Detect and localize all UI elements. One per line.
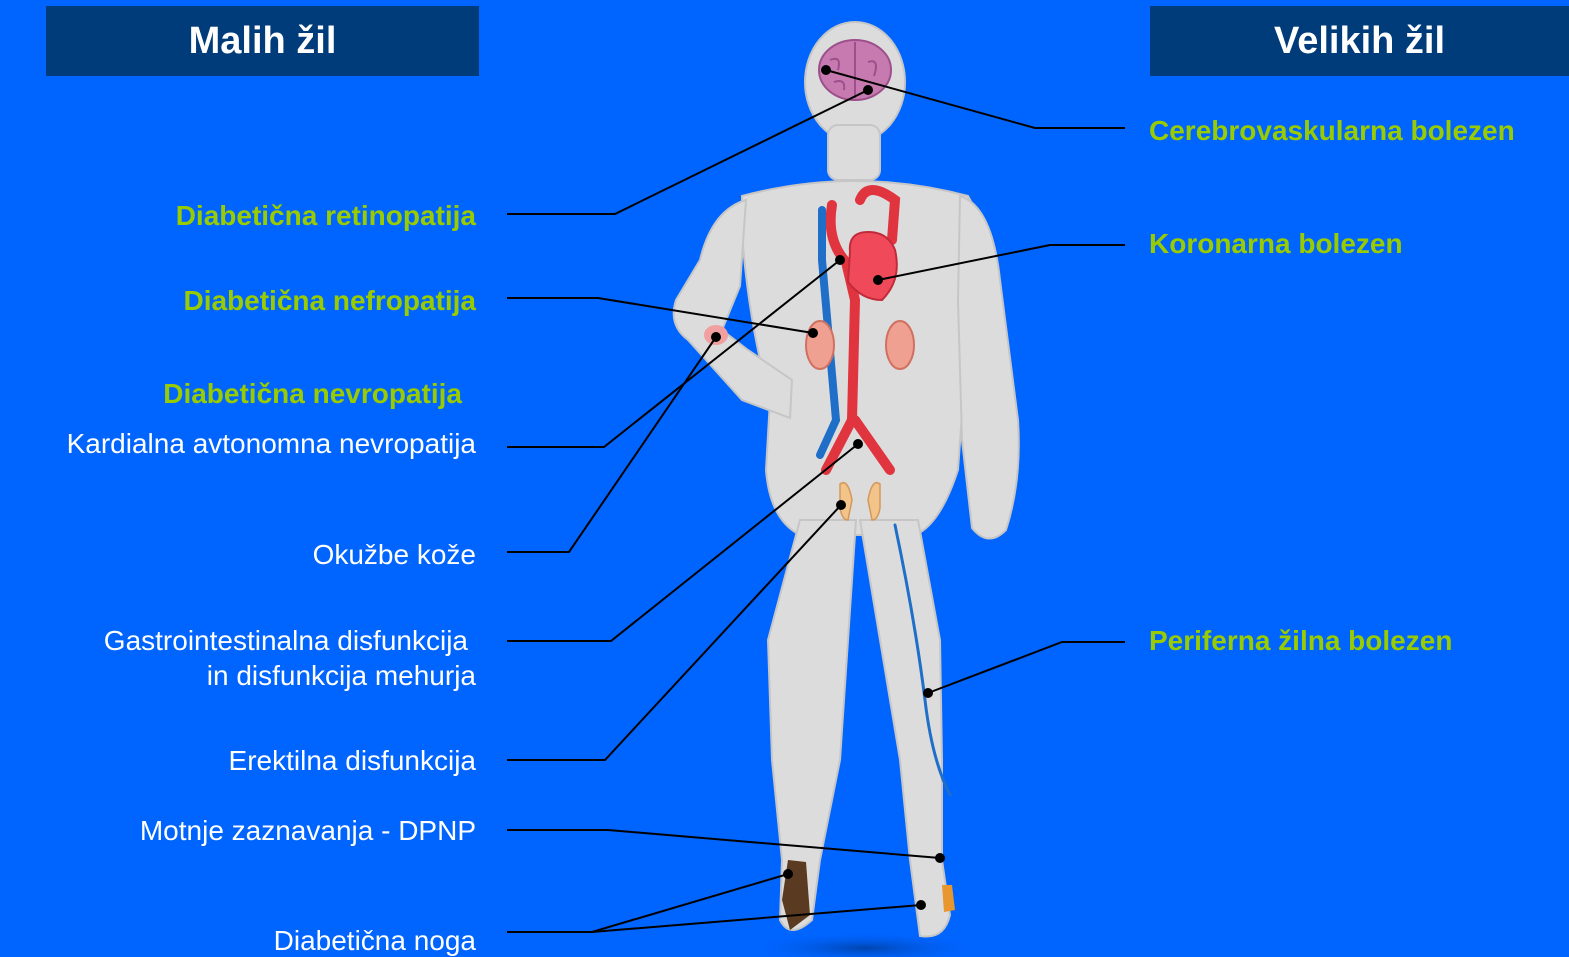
label-sensory: Motnje zaznavanja - DPNP [140, 814, 476, 847]
connector-sensory [507, 830, 940, 858]
label-coronary: Koronarna bolezen [1149, 227, 1403, 260]
label-retinopathy: Diabetična retinopatija [176, 199, 476, 232]
floor-shadow [745, 932, 985, 957]
connector-skin [507, 337, 716, 552]
connector-foot-1 [507, 874, 788, 932]
label-cardiac-autonomic: Kardialna avtonomna nevropatija [67, 427, 476, 460]
heart-icon [848, 232, 897, 300]
label-gi-line1: Gastrointestinalna disfunkcija [104, 624, 468, 657]
label-skin-infections: Okužbe kože [313, 538, 476, 571]
label-erectile: Erektilna disfunkcija [229, 744, 476, 777]
label-nephropathy: Diabetična nefropatija [183, 284, 476, 317]
label-neuropathy: Diabetična nevropatija [163, 377, 462, 410]
connector-foot-2 [592, 905, 921, 932]
label-gi-line2: in disfunkcija mehurja [207, 659, 476, 692]
label-peripheral: Periferna žilna bolezen [1149, 624, 1452, 657]
foot-ulcer [942, 885, 955, 912]
label-diabetic-foot: Diabetična noga [274, 924, 476, 957]
connector-peripheral [928, 642, 1125, 693]
label-cerebrovascular: Cerebrovaskularna bolezen [1149, 114, 1515, 147]
